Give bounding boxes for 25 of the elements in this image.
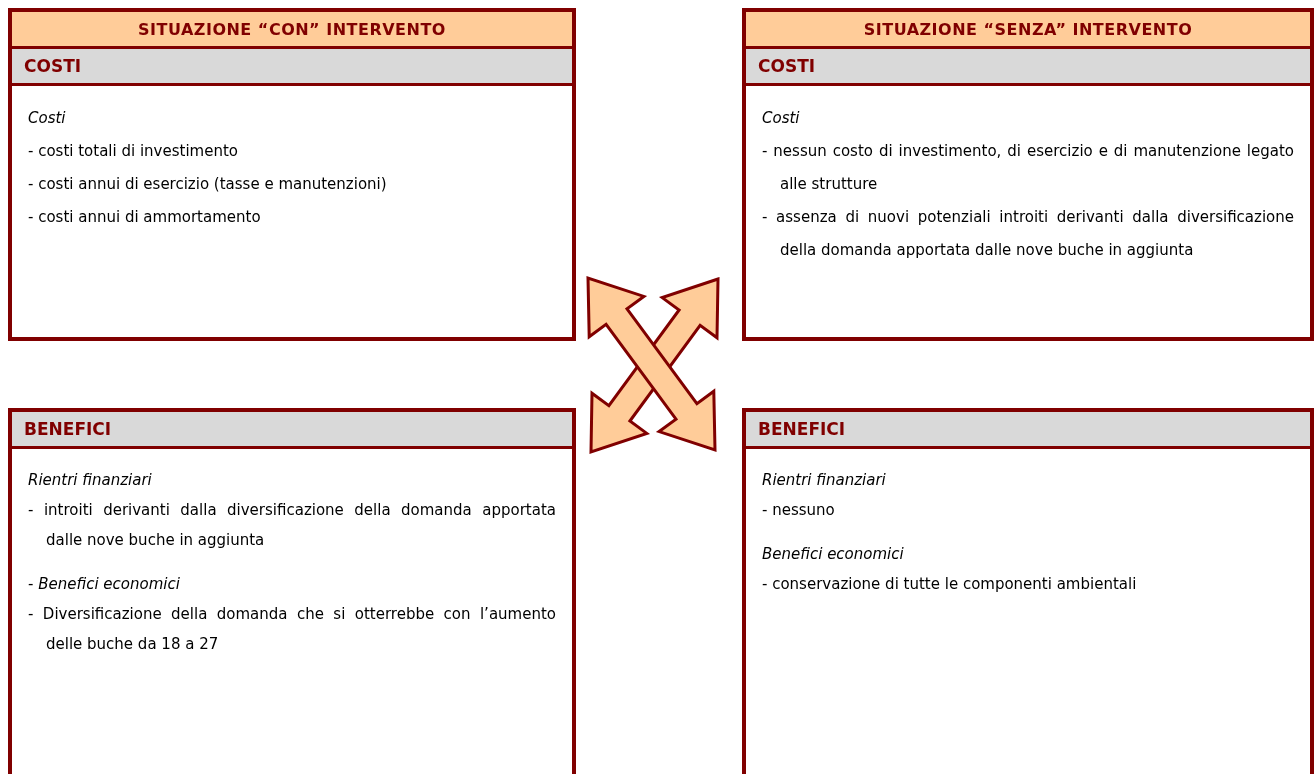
list-item: - nessun costo di investimento, di esercizio e di manutenzione legato alle strutture	[762, 141, 1294, 195]
list-item: - costi totali di investimento	[28, 141, 239, 162]
subheading: Rientri finanziari	[28, 470, 153, 491]
section-band: BENEFICI	[12, 412, 572, 449]
list-item: - Diversificazione della domanda che si otterrebbe con l’aumento delle buche da 18 a 27	[28, 604, 556, 655]
title-band: SITUAZIONE “CON” INTERVENTO	[12, 12, 572, 49]
subheading: Costi	[762, 108, 801, 129]
section-band: COSTI	[746, 49, 1310, 86]
list-item: - costi annui di ammortamento	[28, 207, 262, 228]
title-band: SITUAZIONE “SENZA” INTERVENTO	[746, 12, 1310, 49]
section-band: BENEFICI	[746, 412, 1310, 449]
list-item: - nessuno	[762, 500, 836, 521]
list-item: - conservazione di tutte le componenti ambientali	[762, 574, 1138, 595]
list-item: - Benefici economici	[28, 574, 181, 595]
section-band: COSTI	[12, 49, 572, 86]
panel-box	[742, 8, 1314, 341]
list-item: - introiti derivanti dalla diversificazione della domanda apportata dalle nove buche in aggiunta	[28, 500, 556, 551]
panel-box	[8, 408, 576, 774]
list-item: - costi annui di esercizio (tasse e manutenzioni)	[28, 174, 388, 195]
panel-box	[742, 408, 1314, 774]
subheading: Rientri finanziari	[762, 470, 887, 491]
list-item: - assenza di nuovi potenziali introiti derivanti dalla diversificazione della domanda apportata dalle nove buche in aggiunta	[762, 207, 1294, 261]
subheading: Costi	[28, 108, 67, 129]
subheading: Benefici economici	[762, 544, 905, 565]
panel-box	[8, 8, 576, 341]
